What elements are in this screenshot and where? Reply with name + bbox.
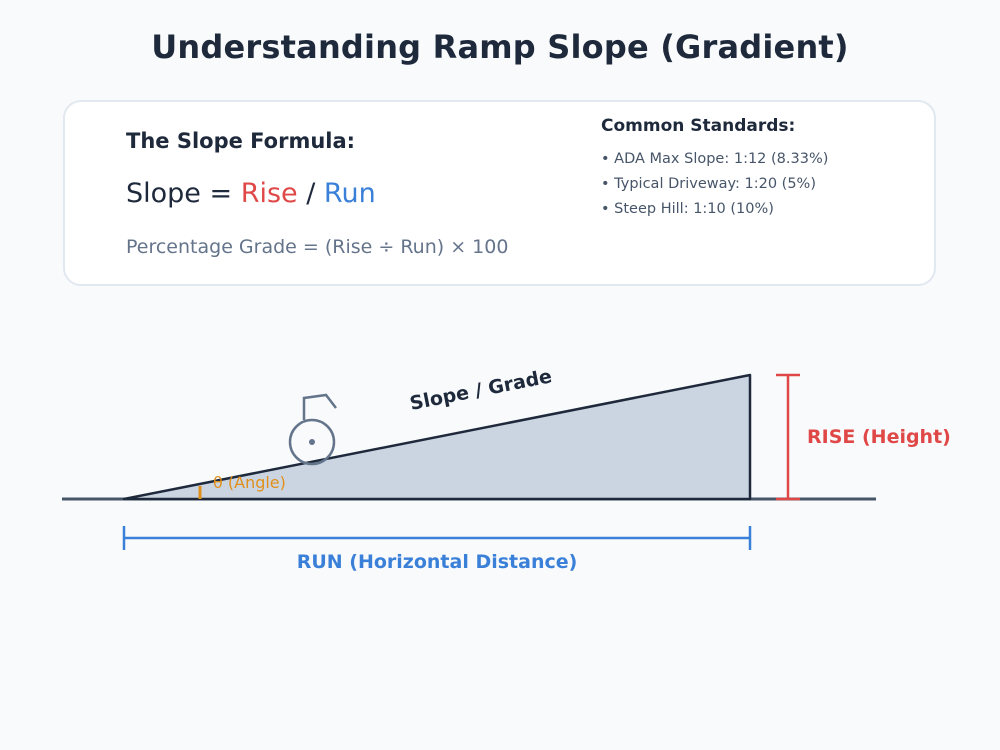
run-dimension	[122, 526, 752, 550]
rise-dimension	[776, 373, 800, 501]
slope-formula-prefix: Slope =	[126, 178, 241, 209]
slope-grade-label: Slope / Grade	[408, 365, 554, 415]
ramp-triangle	[122, 373, 752, 501]
formula-heading: The Slope Formula:	[126, 129, 356, 153]
rise-label: RISE (Height)	[807, 426, 951, 448]
standard-item-ada: ADA Max Slope: 1:12 (8.33%)	[601, 147, 828, 172]
slope-formula-divider: /	[297, 178, 324, 209]
page-title: Understanding Ramp Slope (Gradient)	[151, 28, 849, 66]
standards-list: ADA Max Slope: 1:12 (8.33%) Typical Driv…	[601, 147, 828, 222]
standards-heading: Common Standards:	[601, 116, 796, 136]
wheelchair-icon	[288, 393, 337, 466]
run-label: RUN (Horizontal Distance)	[297, 551, 578, 573]
slope-formula-run: Run	[323, 178, 376, 209]
standard-item-driveway: Typical Driveway: 1:20 (5%)	[601, 172, 828, 197]
formula-card: The Slope Formula: Slope = Rise / Run Pe…	[63, 100, 936, 286]
slope-formula-rise: Rise	[240, 178, 298, 209]
slope-formula: Slope = Rise / Run	[126, 178, 376, 209]
standard-item-steep-hill: Steep Hill: 1:10 (10%)	[601, 197, 828, 222]
percentage-grade-formula: Percentage Grade = (Rise ÷ Run) × 100	[126, 236, 509, 258]
angle-label: θ (Angle)	[213, 473, 286, 492]
